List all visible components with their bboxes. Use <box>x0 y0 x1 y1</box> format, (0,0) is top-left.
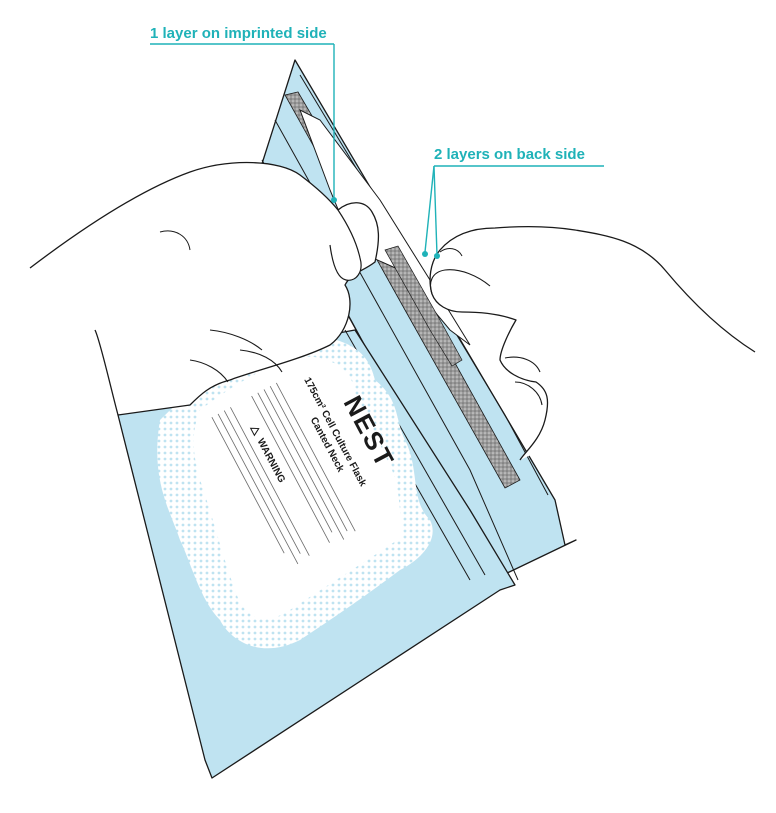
callout-back-dot-2 <box>434 253 440 259</box>
callout-imprinted-side: 1 layer on imprinted side <box>150 25 327 42</box>
right-hand-nail <box>439 248 463 257</box>
left-hand-knuckle <box>159 230 191 251</box>
callout-back-leader <box>424 165 604 256</box>
right-hand <box>429 226 756 461</box>
left-hand <box>29 161 380 416</box>
label-fine-print <box>211 382 356 565</box>
right-hand-fingers <box>504 356 543 406</box>
callout-back-dot-1 <box>422 251 428 257</box>
left-hand-fingers <box>189 329 283 383</box>
callout-back-side: 2 layers on back side <box>434 146 585 163</box>
package-label: NEST 175cm² Cell Culture Flask Canted Ne… <box>157 334 433 649</box>
left-hand-thumb <box>329 209 362 281</box>
peel-seam-strip <box>384 245 463 367</box>
right-hand-thumb <box>429 269 491 295</box>
callout-imprinted-leader <box>150 43 335 198</box>
warning-triangle-icon <box>249 427 260 437</box>
label-white-panel <box>193 356 405 619</box>
callout-imprinted-dot <box>331 197 337 203</box>
